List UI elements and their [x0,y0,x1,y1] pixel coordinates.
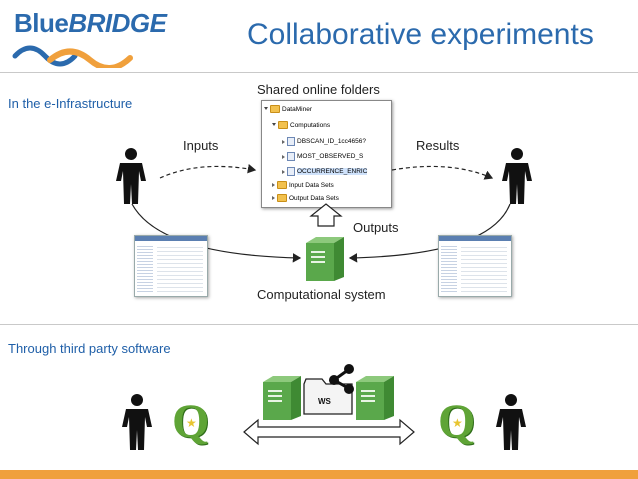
server-icon [263,376,301,420]
outputs-up-arrow [309,203,343,227]
section-label-third-party: Through third party software [8,341,171,356]
collapse-icon [272,183,275,187]
header-divider [0,72,638,73]
person-icon [122,394,152,450]
tree-label: Computations [290,121,331,129]
server-icon [356,376,394,420]
tree-row-computations: Computations [272,121,330,129]
tree-row-item2: MOST_OBSERVED_S [282,152,363,161]
qgis-star: ★ [186,416,197,430]
page-title: Collaborative experiments [247,18,594,51]
screenshot-thumbnail [438,235,512,297]
folder-share-icon [303,364,354,415]
expand-icon [264,106,268,112]
collapse-icon [282,169,285,174]
tree-row-output-sets: Output Data Sets [272,194,339,202]
ws-label: WS [318,397,331,406]
person-icon [116,148,146,204]
screenshot-thumbnail [134,235,208,297]
server-icon [306,237,344,281]
tree-label: OCCURRENCE_ENRIC [297,168,368,175]
inputs-label: Inputs [183,138,219,153]
tree-label: DataMiner [282,105,312,113]
results-label: Results [416,138,460,153]
expand-icon [272,122,276,128]
section-divider [0,324,638,325]
tree-label: DBSCAN_ID_1cc4656? [297,138,367,145]
person-icon [496,394,526,450]
person-icon [502,148,532,204]
qgis-star: ★ [452,416,463,430]
results-arrow [391,165,494,180]
bottom-accent-bar [0,470,638,479]
tree-row-item3: OCCURRENCE_ENRIC [282,167,368,176]
logo-blue-text: Blue [14,8,69,38]
outputs-label: Outputs [353,220,399,235]
shared-folders-label: Shared online folders [257,82,380,97]
logo-wave-icon [12,45,133,68]
tree-row-input-sets: Input Data Sets [272,181,334,189]
folder-icon [278,121,288,129]
collapse-icon [272,196,275,200]
folder-icon [277,194,287,202]
shared-folder-tree: DataMiner Computations DBSCAN_ID_1cc4656… [261,100,392,208]
logo-bridge-text: BRIDGE [68,8,167,38]
qgis-icon: Q ★ [170,395,218,448]
bluebridge-logo: BlueBRIDGE [10,8,167,68]
document-icon [287,152,295,161]
tree-row-item1: DBSCAN_ID_1cc4656? [282,137,366,146]
ws-double-arrow [243,418,415,446]
qgis-glyph: Q [172,395,210,448]
collapse-icon [282,139,285,144]
document-icon [287,137,295,146]
tree-label: Output Data Sets [289,194,339,202]
qgis-icon: Q ★ [436,395,484,448]
collapse-icon [282,154,285,159]
inputs-arrow [159,163,257,179]
section-label-infrastructure: In the e-Infrastructure [8,96,133,111]
tree-row-root: DataMiner [264,105,312,113]
folder-icon [277,181,287,189]
tree-label: MOST_OBSERVED_S [297,153,364,160]
computational-system-label: Computational system [257,287,386,302]
document-icon [287,167,295,176]
tree-label: Input Data Sets [289,181,334,189]
qgis-glyph: Q [438,395,476,448]
folder-icon [270,105,280,113]
